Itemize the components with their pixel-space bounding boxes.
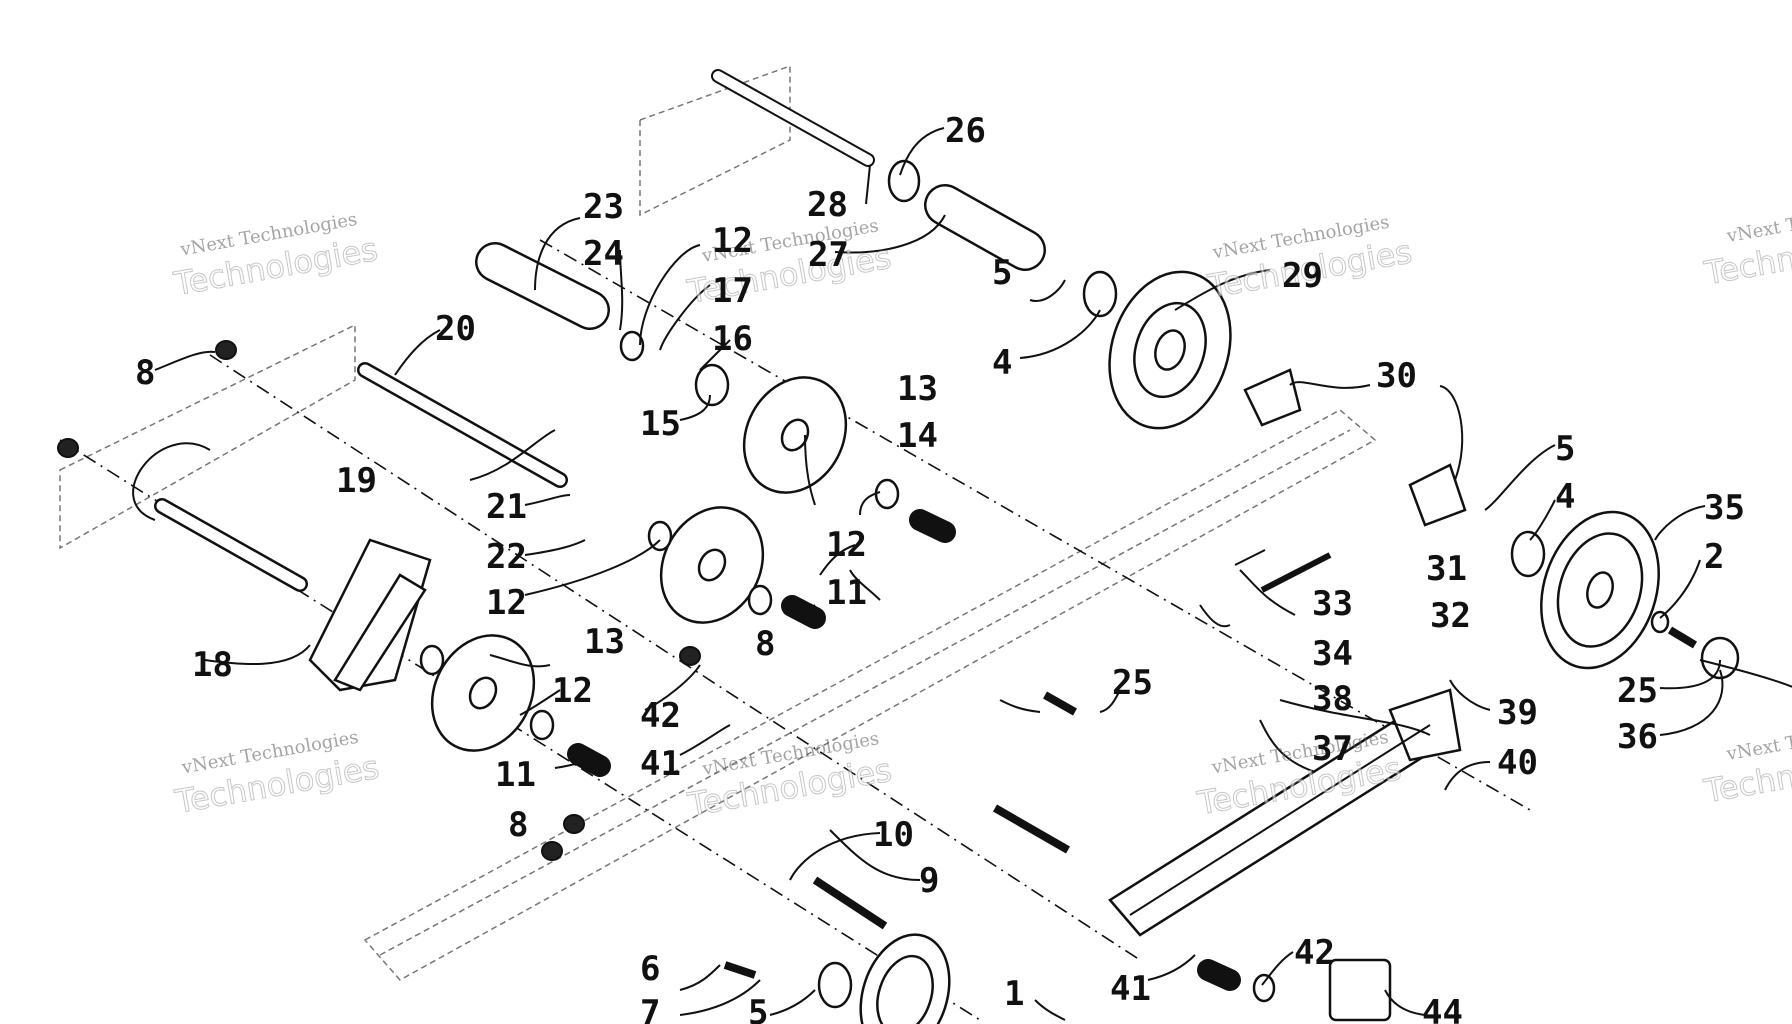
callout-12-top: 12 [712,221,753,261]
callout-42-left: 42 [640,696,681,736]
leader-lines [132,127,1792,1021]
wheel-lower [430,634,536,752]
callout-25-right: 25 [1617,671,1658,711]
callout-11-mid: 11 [826,573,867,613]
callout-17: 17 [712,271,753,311]
callout-5-low: 5 [748,993,768,1024]
callout-11-low: 11 [495,755,536,795]
callout-15: 15 [640,404,681,444]
wheel-13-upper [742,376,848,494]
callout-5-upper: 5 [992,253,1012,293]
block-44 [1328,958,1392,1022]
callout-12-mid: 12 [826,525,867,565]
callout-9: 9 [919,861,939,901]
callout-25-mid: 25 [1112,663,1153,703]
axle-19 [154,362,568,592]
callout-21: 21 [486,487,527,527]
callout-42-right: 42 [1294,933,1335,973]
callout-23: 23 [583,187,624,227]
watermarks: vNext Technologies Technologies vNext Te… [170,195,1792,824]
callout-26: 26 [945,111,986,151]
callout-31: 31 [1426,549,1467,589]
callout-38: 38 [1312,679,1353,719]
callout-36: 36 [1617,717,1658,757]
nuts [57,340,701,861]
callout-33: 33 [1312,584,1353,624]
callout-2: 2 [1704,537,1724,577]
callout-27: 27 [808,235,849,275]
callout-30: 30 [1376,356,1417,396]
wheel-13-middle [659,506,765,624]
pivot-sleeves-30 [1243,368,1467,527]
callout-22: 22 [486,537,527,577]
callout-18: 18 [192,645,233,685]
callout-20: 20 [435,309,476,349]
callout-13-mid: 13 [584,622,625,662]
callout-37: 37 [1312,729,1353,769]
bearings [694,270,1546,1009]
bracket-18 [308,538,432,692]
callout-40: 40 [1497,743,1538,783]
washers [419,159,1670,1003]
callout-16: 16 [712,319,753,359]
callout-14: 14 [897,416,938,456]
callout-labels: 26 28 27 23 24 12 17 16 15 20 8 19 21 22… [135,111,1745,1024]
callout-4-right: 4 [1555,477,1575,517]
callout-35: 35 [1704,488,1745,528]
callout-1: 1 [1004,974,1024,1014]
upper-long-shaft [711,69,875,167]
callout-12-left: 12 [486,583,527,623]
spring-arm-38 [1108,688,1462,937]
bolts [723,552,1698,979]
idler-wheel-35 [1540,510,1660,670]
assembly-axes [59,239,1531,1021]
callout-41-right: 41 [1110,969,1151,1009]
callout-4-upper: 4 [992,343,1012,383]
spacer-tube-27 [924,184,1046,271]
callout-7: 7 [640,993,660,1024]
callout-5-right: 5 [1555,429,1575,469]
callout-44: 44 [1422,993,1463,1024]
callout-24: 24 [583,234,624,274]
callout-10: 10 [873,815,914,855]
callout-29: 29 [1282,256,1323,296]
spacer-tube-23 [475,242,610,330]
callout-19: 19 [336,461,377,501]
upper-frame-rail [59,64,791,550]
callout-12-low: 12 [552,671,593,711]
callout-8-mid: 8 [755,624,775,664]
callout-34: 34 [1312,634,1353,674]
watermark-text: vNext Technologies [1724,195,1792,247]
callout-39: 39 [1497,693,1538,733]
callout-32: 32 [1430,596,1471,636]
watermark-text: vNext Technologies [1724,713,1792,765]
callout-41-left: 41 [640,744,681,784]
callout-6: 6 [640,949,660,989]
idler-wheel-29 [1108,270,1232,430]
main-slide-rail [363,409,1377,981]
callout-8-top: 8 [135,353,155,393]
idler-wheel-lower [859,933,951,1024]
callout-13-upper: 13 [897,369,938,409]
callout-28: 28 [807,185,848,225]
callout-8-low: 8 [508,805,528,845]
